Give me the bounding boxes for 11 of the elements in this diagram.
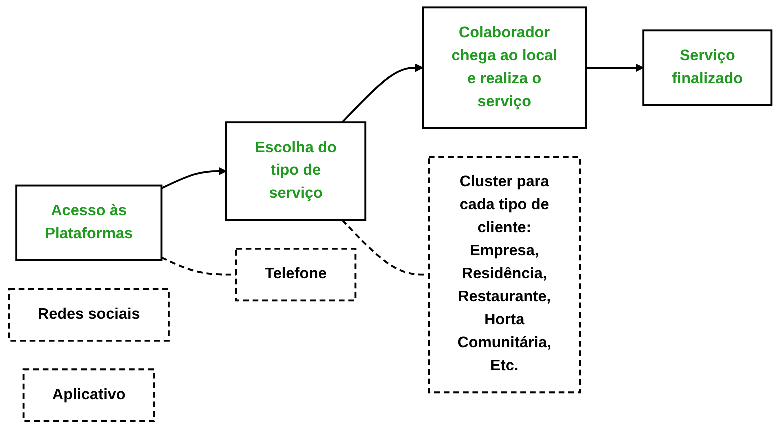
node-box: Serviço finalizado	[642, 30, 773, 106]
arrow	[161, 167, 227, 190]
node-box: Acesso às Plataformas	[16, 184, 163, 262]
node-box: Colaborador chega ao local e realiza o serviço	[422, 6, 588, 130]
node-box: Aplicativo	[22, 368, 156, 422]
node-box: Telefone	[235, 248, 357, 302]
node-box: Escolha do tipo de serviço	[225, 122, 367, 222]
node-box: Redes sociais	[8, 288, 170, 342]
arrow	[342, 64, 424, 124]
node-box: Cluster para cada tipo de cliente: Empresa, Residência, Restaurante, Horta Comunitária, Etc.	[428, 156, 582, 394]
arrow	[586, 64, 644, 72]
